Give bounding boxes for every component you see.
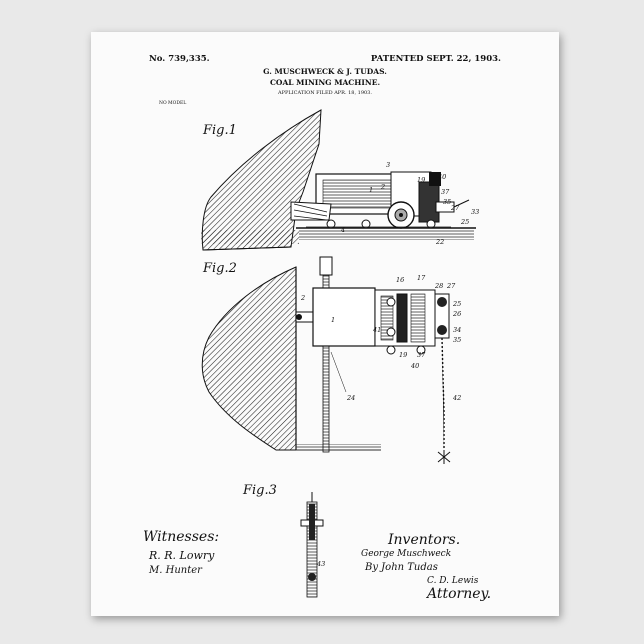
- ref-3: 3: [386, 161, 390, 169]
- ref-37: 37: [441, 188, 450, 196]
- witness-signature-1: R. R. Lowry: [149, 549, 214, 562]
- inventor-signature-1: George Muschweck: [361, 549, 451, 559]
- ref-25b: 25: [452, 300, 461, 308]
- ref-16: 16: [396, 276, 404, 284]
- ref-4: 4: [340, 226, 345, 234]
- fig1-label: Fig.1: [202, 123, 237, 138]
- ref-2: 2: [380, 183, 385, 191]
- ref-25: 25: [460, 218, 469, 226]
- ref-17: 17: [417, 274, 426, 282]
- fig2-label: Fig.2: [202, 261, 237, 276]
- ref-37b: 37: [417, 351, 426, 359]
- attorney-label: Attorney.: [427, 586, 491, 602]
- ref-19: 19: [417, 176, 425, 184]
- ref-40: 40: [437, 173, 446, 181]
- fig2-drawing: [202, 257, 450, 464]
- ref-1: 1: [369, 186, 373, 194]
- fig3-label: Fig.3: [242, 483, 277, 498]
- ref-33: 33: [471, 208, 479, 216]
- ref-35b: 35: [453, 336, 461, 344]
- ref-41: 41: [372, 326, 381, 334]
- patent-poster: No. 739,335. PATENTED SEPT. 22, 1903. G.…: [91, 32, 559, 616]
- ref-40b: 40: [410, 362, 419, 370]
- fig1-drawing: [201, 110, 476, 250]
- ref-26: 26: [452, 310, 461, 318]
- ref-22: 22: [435, 238, 444, 246]
- ref-2b: 2: [300, 294, 305, 302]
- fig3-drawing: [301, 492, 323, 597]
- inventor-signature-2: By John Tudas: [365, 562, 438, 573]
- ref-19b: 19: [399, 351, 407, 359]
- ref-43: 43: [316, 560, 325, 568]
- ref-27b: 27: [446, 282, 456, 290]
- ref-24: 24: [346, 394, 355, 402]
- witnesses-heading: Witnesses:: [143, 529, 219, 545]
- ref-27: 27: [450, 204, 460, 212]
- ref-1b: 1: [331, 316, 335, 324]
- ref-34: 34: [453, 326, 461, 334]
- ref-28: 28: [434, 282, 443, 290]
- ref-42: 42: [452, 394, 461, 402]
- attorney-signature: C. D. Lewis: [427, 576, 478, 586]
- witness-signature-2: M. Hunter: [149, 565, 202, 576]
- inventors-heading: Inventors.: [388, 532, 460, 548]
